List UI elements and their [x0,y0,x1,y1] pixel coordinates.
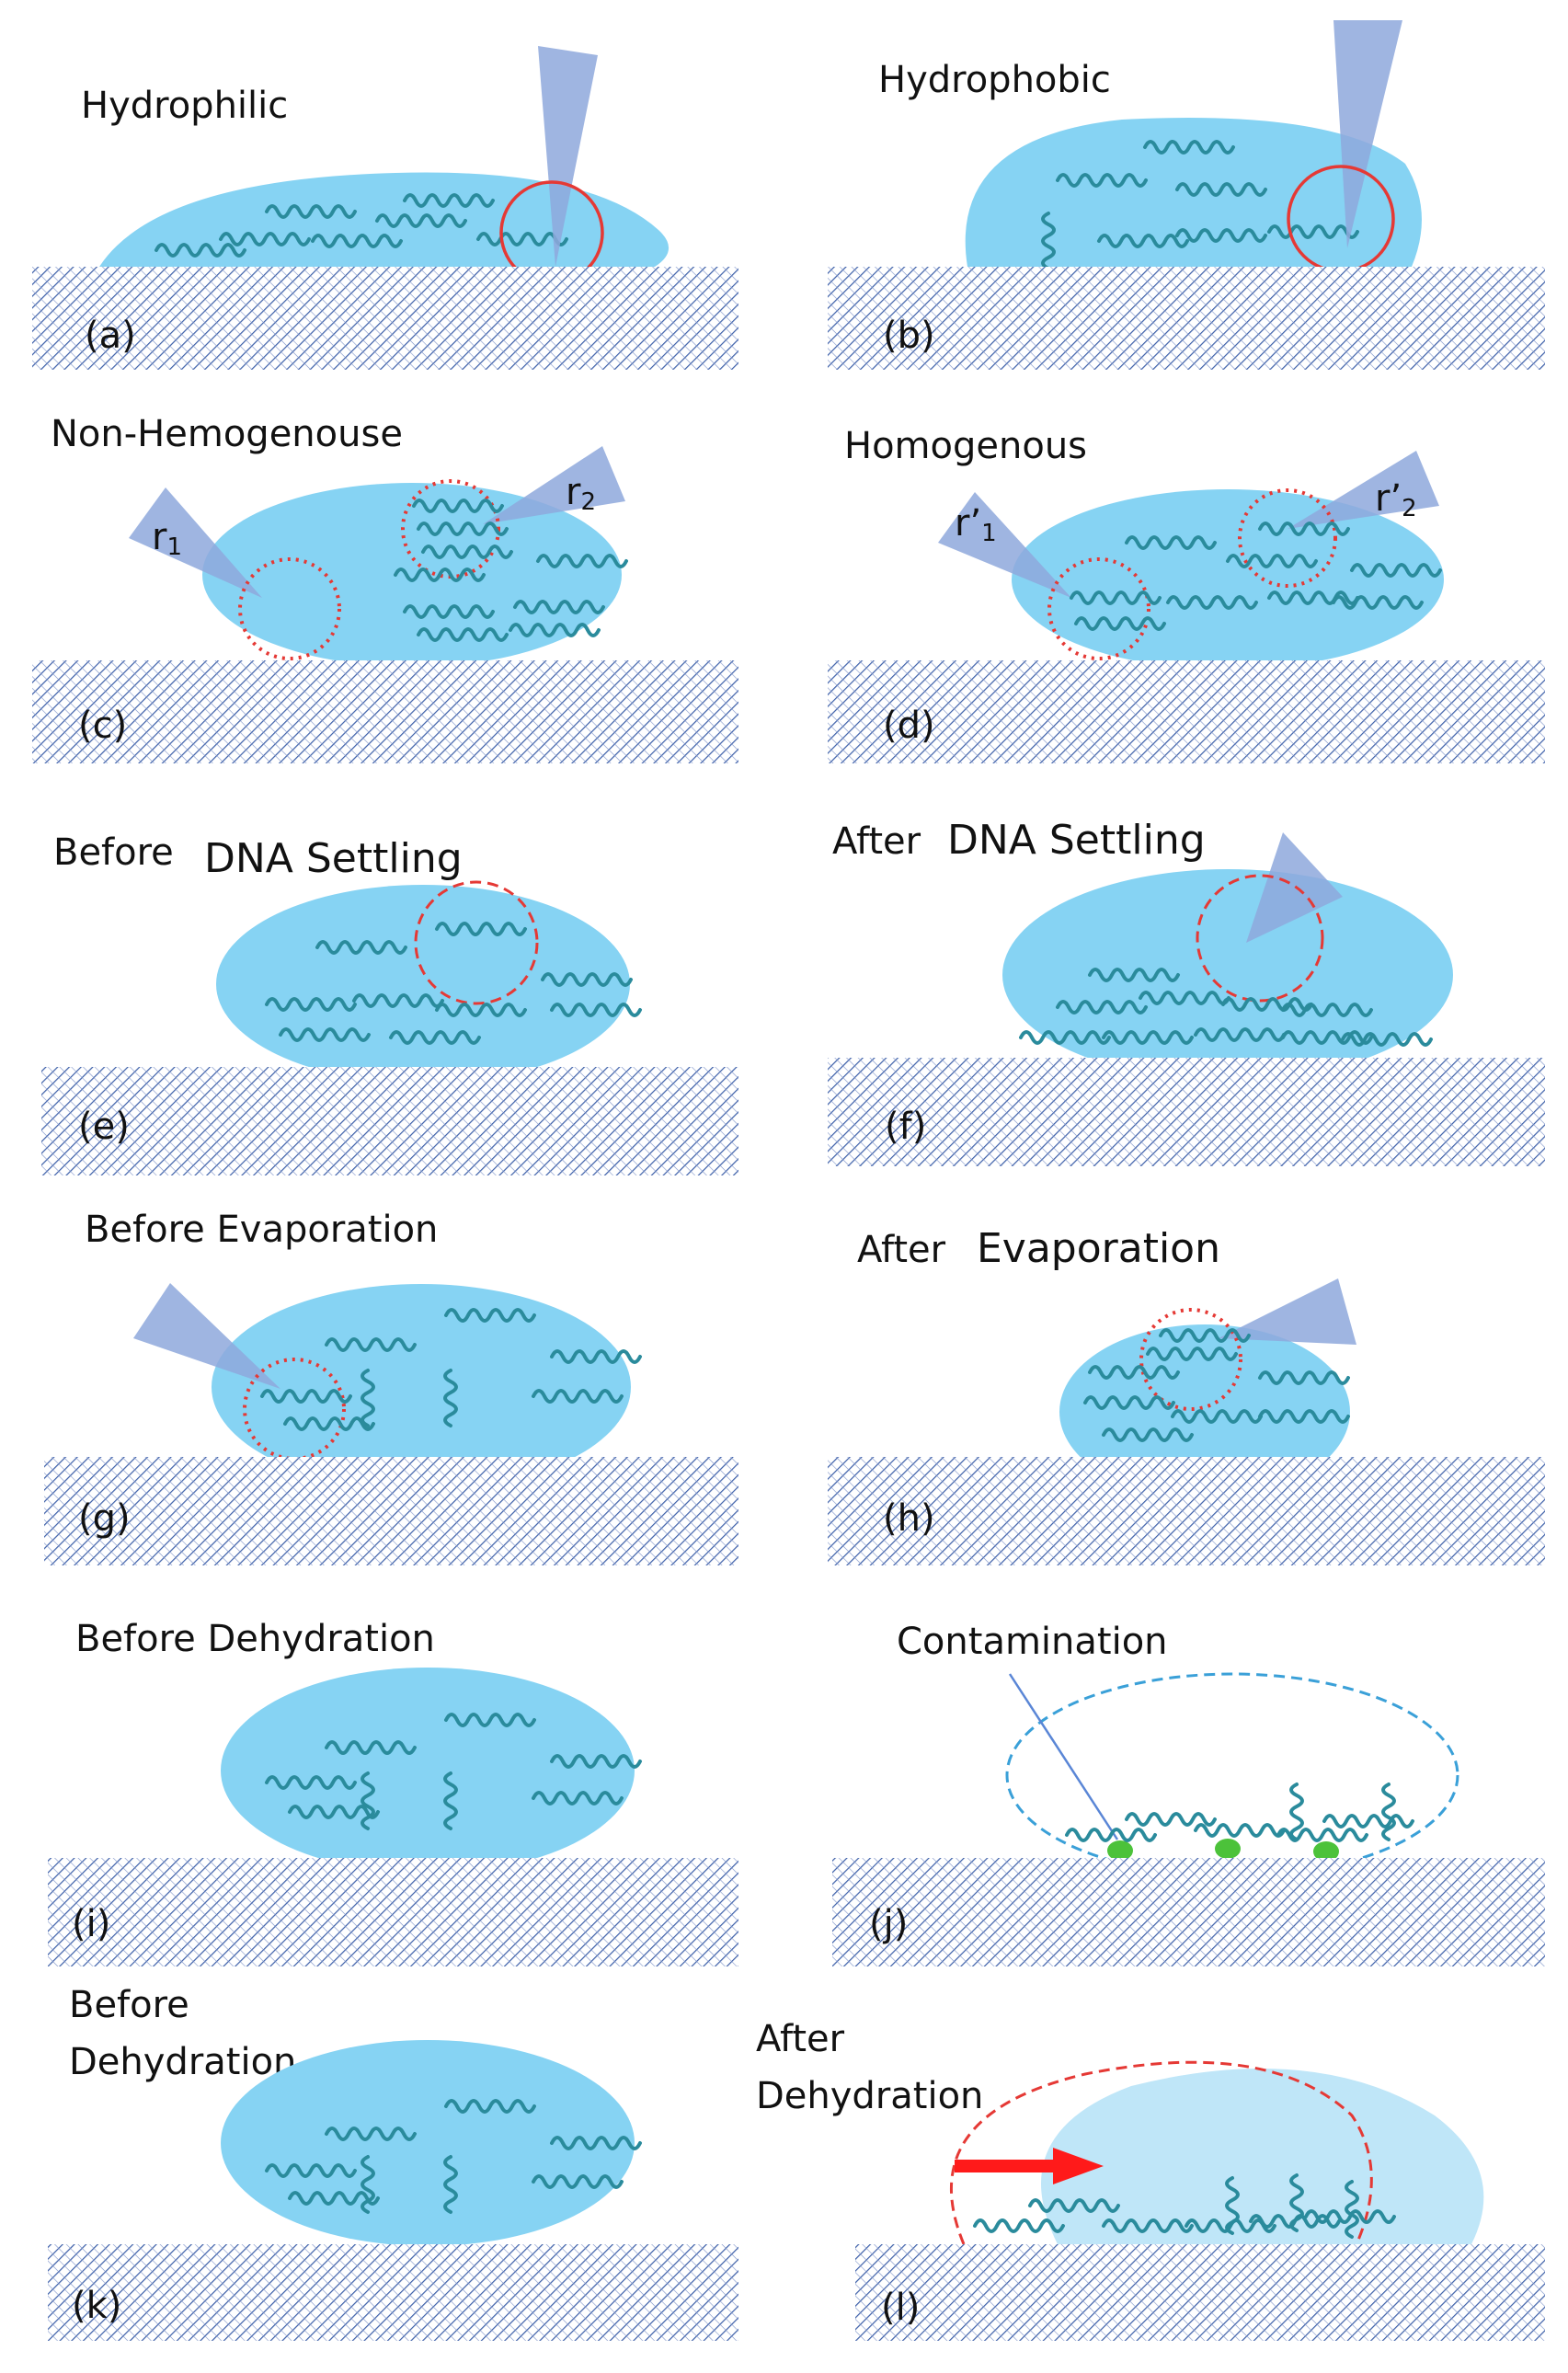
panel-e-tag: (e) [78,1106,130,1148]
sample-circle [414,880,539,1005]
panel-i: Before Dehydration (i) [48,1618,738,1966]
probe-tip [538,46,598,267]
panel-i-tag: (i) [72,1903,110,1945]
panel-k-title-2: Dehydration [69,2041,296,2083]
sample-circle [1047,557,1150,660]
panel-b: Hydrophobic (b) [828,20,1545,370]
probe-tip [1333,20,1402,248]
probe-tip [1219,1278,1356,1345]
panel-h-title-2: Evaporation [977,1225,1220,1272]
sample-circle [1238,488,1337,588]
droplet [1002,869,1453,1081]
panel-h-tag: (h) [883,1497,935,1540]
panel-c: Non-Hemogenouse r1 r2 (c) [32,413,738,763]
panel-e: Before DNA Settling (e) [41,831,738,1175]
panel-j-tag: (j) [869,1903,908,1945]
contaminant-particle [1215,1839,1241,1859]
panel-b-title: Hydrophobic [878,59,1111,101]
droplet [1041,2069,1484,2244]
panel-h-title-1: After [857,1229,946,1271]
contaminant-particle [1107,1840,1133,1861]
sample-circle [1139,1308,1242,1411]
panel-k-tag: (k) [72,2285,121,2327]
panel-d-title: Homogenous [844,425,1087,467]
panel-c-tag: (c) [78,705,127,747]
probe-label-rp2: r’2 [1375,477,1417,522]
panel-g: Before Evaporation (g) [44,1209,738,1565]
panel-e-title-1: Before [53,831,174,874]
substrate [828,267,1545,370]
panel-d-tag: (d) [883,705,935,747]
panel-a-tag: (a) [85,315,136,357]
substrate [41,1067,738,1175]
substrate [44,1457,738,1565]
probe-tip [129,487,262,598]
panel-i-title: Before Dehydration [75,1618,435,1660]
substrate [32,267,738,370]
panel-d: Homogenous r’1 r’2 (d) [828,425,1545,763]
substrate [828,660,1545,763]
substrate [48,2244,738,2341]
panel-h: After Evaporation (h) [828,1225,1545,1565]
substrate [855,2244,1545,2341]
panel-b-tag: (b) [883,315,935,357]
panel-c-title: Non-Hemogenouse [51,413,403,455]
panel-f-title-1: After [832,820,921,863]
substrate [48,1858,738,1966]
probe-tip [938,492,1071,598]
panel-l: After Dehydration (l) [756,2018,1545,2341]
panel-j-title: Contamination [897,1621,1168,1663]
droplet [212,1284,631,1490]
droplet [221,1668,635,1874]
panel-e-title-2: DNA Settling [204,835,463,882]
panel-k: Before Dehydration (k) [48,1984,738,2341]
panel-l-title-2: Dehydration [756,2075,983,2117]
droplet [965,118,1422,267]
probe-label-r1: r1 [152,516,182,561]
substrate [828,1457,1545,1565]
sample-circle [243,1358,346,1461]
probe-tip [1246,832,1343,943]
contaminant-particle [1313,1841,1339,1862]
panel-g-title: Before Evaporation [85,1209,438,1251]
droplet [221,2040,635,2246]
dna-strand [1322,1814,1414,1828]
substrate [828,1058,1545,1166]
substrate [832,1858,1545,1966]
probe-label-rp1: r’1 [955,502,997,547]
probe-tip [1288,451,1439,529]
probe-tip [133,1283,280,1389]
droplet [216,885,630,1083]
panel-k-title-1: Before [69,1984,189,2026]
probe-label-r2: r2 [566,471,596,516]
shift-arrow-head [1053,2148,1104,2184]
panel-f-title-2: DNA Settling [947,817,1206,864]
panel-f: After DNA Settling (f) [828,817,1545,1166]
panel-g-tag: (g) [78,1497,131,1540]
droplet [202,483,622,667]
substrate [32,660,738,763]
panel-a-title: Hydrophilic [81,85,288,127]
panel-j: Contamination (j) [832,1621,1545,1966]
panel-f-tag: (f) [885,1106,926,1148]
dna-strand [1381,1783,1396,1841]
sample-circle [1196,874,1324,1003]
panel-l-tag: (l) [881,2287,920,2329]
original-droplet-outline [949,2060,1373,2245]
probe-needle [1008,1673,1119,1840]
panel-l-title-1: After [756,2018,845,2060]
droplet [99,172,670,267]
panel-a: Hydrophilic (a) [32,46,738,370]
probe-tip [483,446,625,524]
sample-circle [238,557,341,660]
